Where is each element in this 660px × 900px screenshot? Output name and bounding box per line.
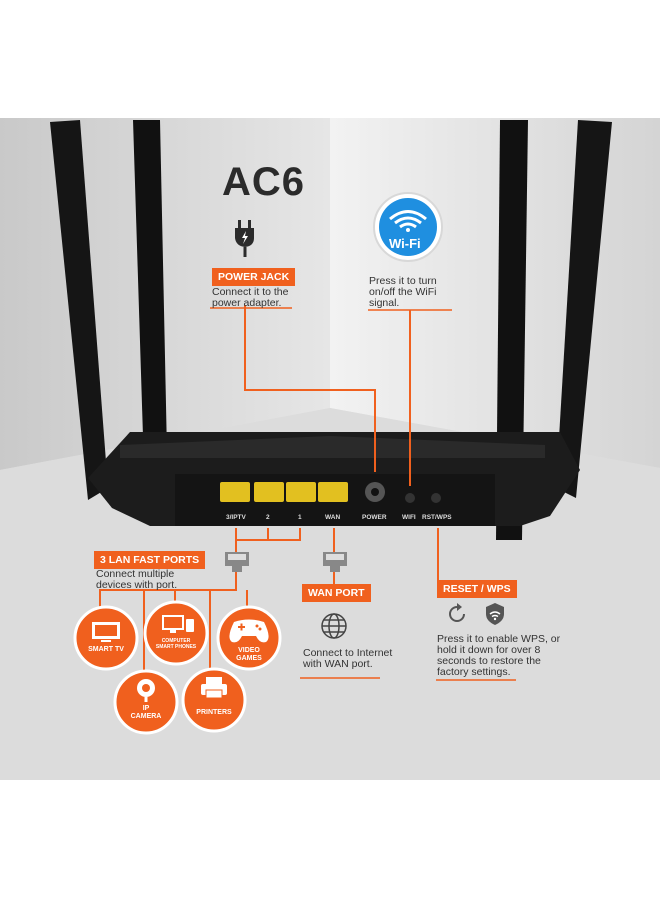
- device-label-printers: PRINTERS: [184, 709, 244, 717]
- lan-port-3: [220, 482, 250, 502]
- device-label-line: PRINTERS: [196, 709, 232, 716]
- device-label-computer: COMPUTER SMART PHONES: [146, 638, 206, 650]
- ethernet-icon: [225, 552, 249, 572]
- port-label-1: 1: [298, 514, 302, 521]
- wan-port-tag: WAN PORT: [302, 584, 371, 602]
- lan-port-2: [254, 482, 284, 502]
- reset-desc-line: Press it to enable WPS, or: [437, 633, 561, 645]
- reset-wps-tag: RESET / WPS: [437, 580, 517, 598]
- wan-desc-line: Connect to Internet: [303, 647, 393, 659]
- device-label-smart-tv: SMART TV: [76, 646, 136, 654]
- tv-icon: [92, 622, 120, 642]
- wifi-badge: [373, 192, 443, 262]
- device-label-line: COMPUTER: [161, 638, 191, 644]
- wifi-desc-line: on/off the WiFi: [369, 286, 437, 298]
- wifi-desc: Press it to turn on/off the WiFi signal.: [369, 276, 437, 309]
- power-jack-tag: POWER JACK: [212, 268, 296, 286]
- wan-port-desc: Connect to Internet with WAN port.: [303, 648, 392, 670]
- device-label-line: IP: [142, 705, 150, 712]
- device-label-ip-camera: IP CAMERA: [116, 705, 176, 720]
- device-label-line: SMART PHONES: [155, 644, 197, 650]
- wifi-desc-line: Press it to turn: [369, 275, 437, 287]
- power-jack-desc: Connect it to the power adapter.: [212, 287, 288, 309]
- reset-button: [431, 493, 441, 503]
- ethernet-icon: [323, 552, 347, 572]
- power-jack-desc-line: power adapter.: [212, 297, 282, 309]
- gamepad-icon: [229, 619, 269, 643]
- printer-icon: [201, 677, 227, 699]
- reset-icon: [449, 603, 465, 622]
- shield-icon: [486, 603, 504, 625]
- lan-ports-tag: 3 LAN FAST PORTS: [94, 551, 206, 569]
- lan-desc-line: devices with port.: [96, 579, 178, 591]
- wifi-badge-label: Wi-Fi: [389, 236, 421, 251]
- port-label-rst-wps: RST/WPS: [422, 514, 452, 521]
- lan-port-1: [286, 482, 316, 502]
- reset-desc-line: seconds to restore the: [437, 655, 541, 667]
- device-label-line: CAMERA: [130, 712, 162, 720]
- computer-icon: [162, 615, 194, 633]
- lan-desc-line: Connect multiple: [96, 568, 175, 580]
- device-label-video-games: VIDEO GAMES: [219, 647, 279, 662]
- port-label-wifi: WIFI: [402, 514, 416, 521]
- video-games-circle: [216, 605, 282, 671]
- webcam-icon: [137, 679, 155, 702]
- port-label-power: POWER: [362, 514, 387, 521]
- plug-icon: [235, 220, 254, 257]
- wan-port: [318, 482, 348, 502]
- wifi-desc-line: signal.: [369, 297, 400, 309]
- device-label-line: GAMES: [236, 654, 262, 662]
- reset-wps-desc: Press it to enable WPS, or hold it down …: [437, 634, 560, 678]
- port-label-3-iptv: 3/IPTV: [226, 514, 246, 521]
- wifi-button: [405, 493, 415, 503]
- port-label-2: 2: [266, 514, 270, 521]
- device-label-line: VIDEO: [238, 647, 260, 654]
- reset-desc-line: hold it down for over 8: [437, 644, 541, 656]
- lan-ports-desc: Connect multiple devices with port.: [96, 569, 177, 591]
- wan-desc-line: with WAN port.: [303, 658, 373, 670]
- reset-desc-line: factory settings.: [437, 666, 511, 678]
- globe-icon: [321, 613, 347, 639]
- printers-circle: [181, 667, 247, 733]
- device-label-line: SMART TV: [88, 646, 124, 653]
- power-jack-desc-line: Connect it to the: [212, 286, 289, 298]
- port-label-wan: WAN: [325, 514, 341, 521]
- model-title: AC6: [222, 160, 306, 204]
